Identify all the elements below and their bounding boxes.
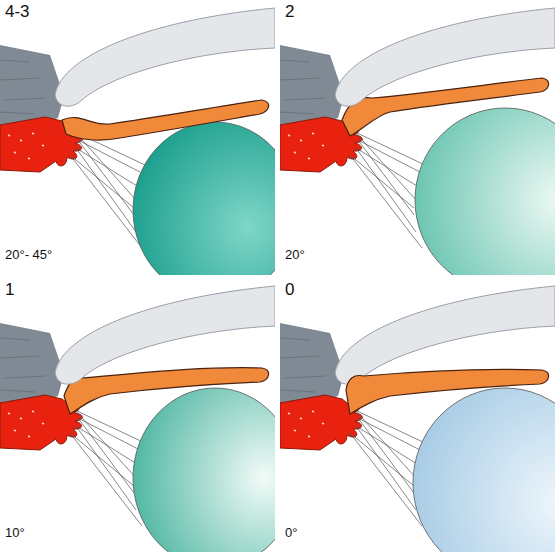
angle-value: 20°- 45° bbox=[5, 248, 52, 262]
angle-value: 0° bbox=[285, 526, 297, 540]
grade-number: 1 bbox=[5, 281, 14, 300]
grade-number: 2 bbox=[285, 3, 294, 22]
grade-number: 0 bbox=[285, 281, 294, 300]
grade-number: 4-3 bbox=[5, 3, 30, 22]
angle-value: 20° bbox=[285, 248, 305, 262]
angle-value: 10° bbox=[5, 526, 25, 540]
